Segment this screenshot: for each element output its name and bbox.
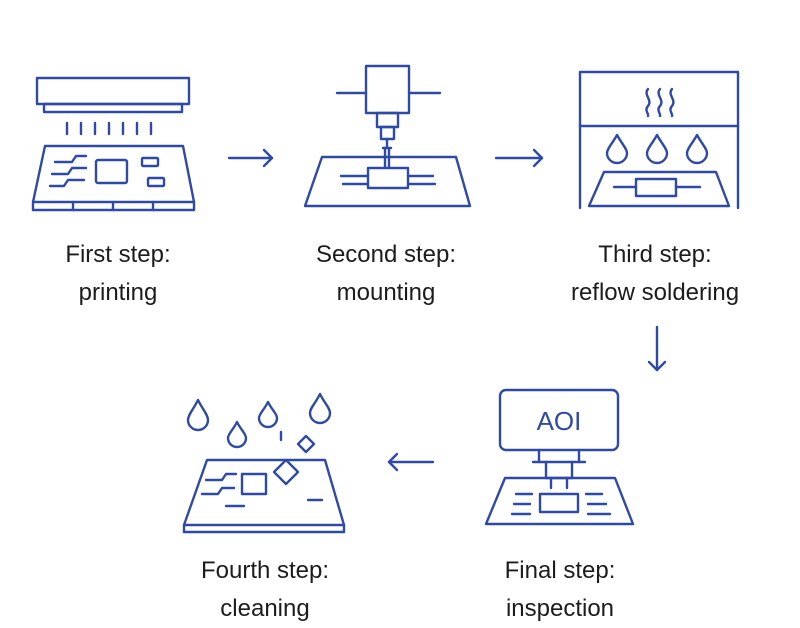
step-5-name: inspection (505, 595, 615, 622)
step-3-label: Third step: reflow soldering (540, 236, 770, 312)
arrow-left (387, 452, 435, 472)
step-4-label: Fourth step: cleaning (160, 552, 370, 628)
pick-and-place-icon (303, 64, 472, 208)
step-1-name: printing (78, 279, 158, 306)
arrow-down (647, 325, 667, 372)
step-1-label: First step: printing (28, 236, 208, 312)
step-5-label: Final step: inspection (455, 552, 665, 628)
step-2-name: mounting (336, 279, 436, 306)
reflow-oven-icon (578, 70, 740, 210)
step-2-label: Second step: mounting (286, 236, 486, 312)
washing-board-icon (182, 392, 346, 534)
process-diagram: AOI (31, 64, 740, 534)
arrow-right-2 (494, 148, 544, 168)
step-4-title: Fourth step: (200, 557, 330, 584)
step-3-name: reflow soldering (570, 279, 740, 306)
step-2-title: Second step: (315, 241, 457, 268)
step-1-title: First step: (65, 241, 171, 268)
aoi-camera-icon (484, 388, 635, 526)
arrow-right-1 (227, 148, 274, 168)
aoi-screen-label: AOI (537, 406, 582, 436)
step-3-title: Third step: (598, 241, 712, 268)
step-5-title: Final step: (504, 557, 616, 584)
stencil-printer-icon (31, 76, 196, 212)
step-4-name: cleaning (220, 595, 310, 622)
